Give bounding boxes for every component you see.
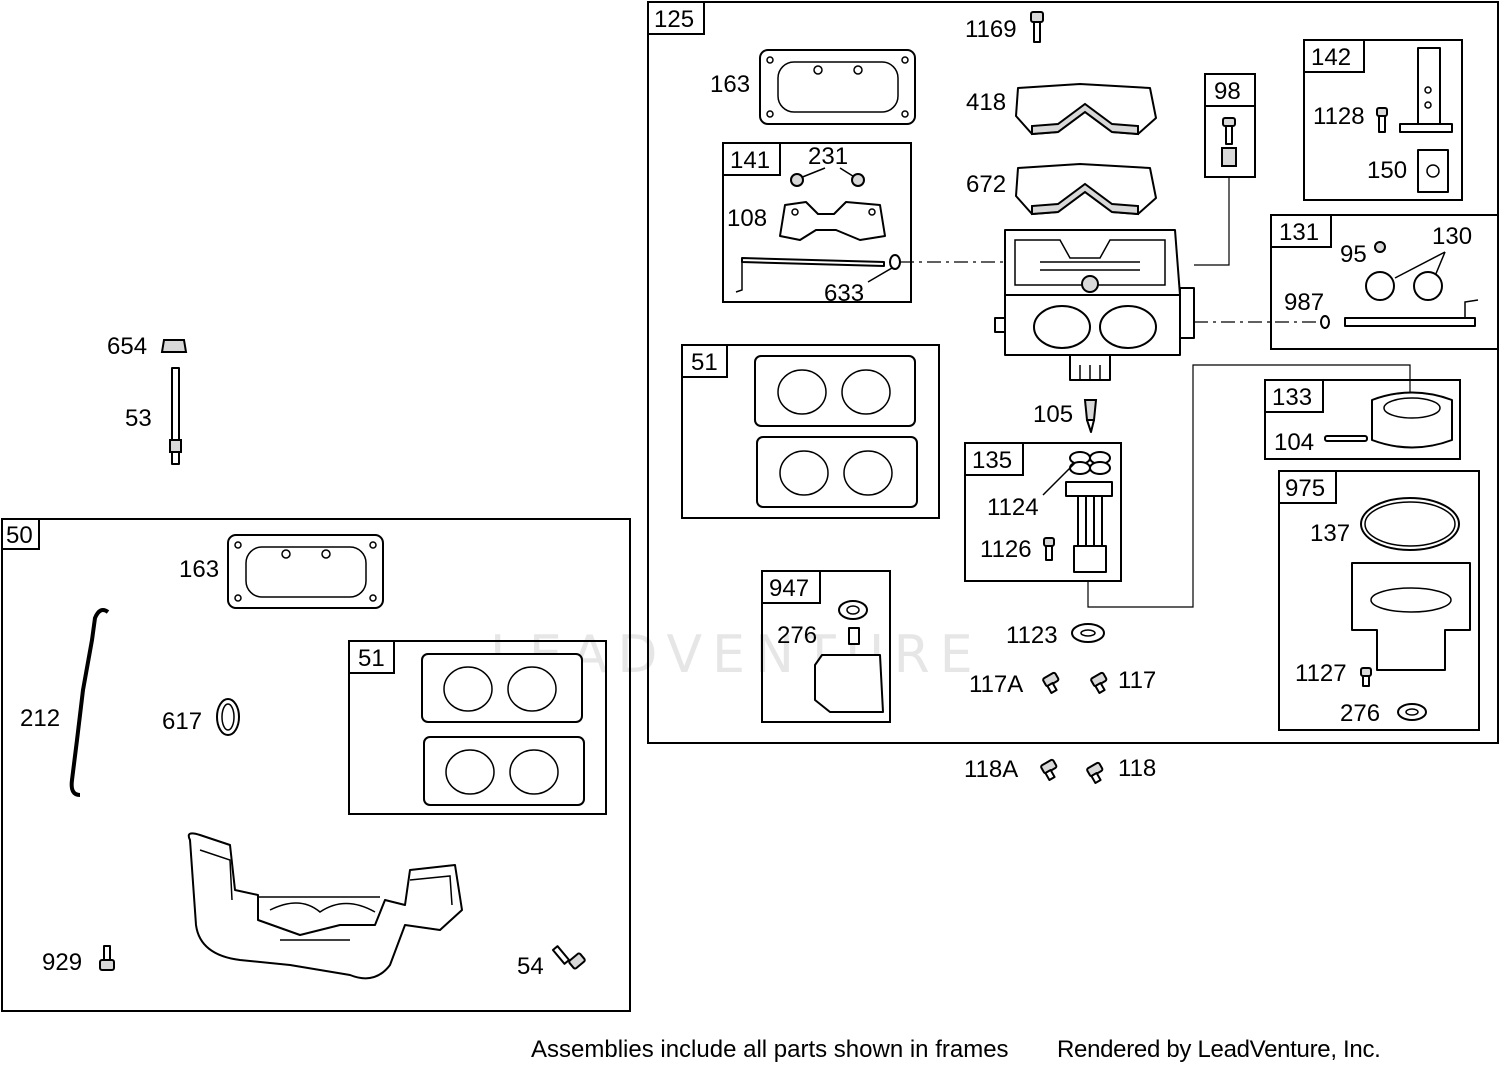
- part-118[interactable]: 118: [1086, 755, 1156, 784]
- part-label-108: 108: [727, 205, 767, 232]
- part-105[interactable]: 105: [1033, 399, 1098, 433]
- part-label-633: 633: [824, 280, 864, 307]
- part-label-117: 117: [1118, 667, 1156, 694]
- part-label-54: 54: [517, 953, 544, 980]
- part-label-418: 418: [966, 89, 1006, 116]
- part-label-118: 118: [1118, 755, 1156, 782]
- part-label-130: 130: [1432, 223, 1472, 250]
- frame-label-947: 947: [769, 575, 809, 602]
- leader-135-to-133: [1087, 364, 1411, 608]
- frame-975[interactable]: 975: [1278, 470, 1480, 731]
- part-108[interactable]: 108: [727, 201, 886, 241]
- part-label-654: 654: [107, 333, 147, 360]
- part-1124[interactable]: 1124: [987, 462, 1076, 521]
- part-label-276: 276: [1340, 700, 1380, 727]
- carburetor-body[interactable]: [994, 229, 1195, 381]
- part-987[interactable]: 987: [1284, 289, 1479, 329]
- part-label-231: 231: [808, 143, 848, 170]
- frame-label-131: 131: [1279, 219, 1319, 246]
- part-53[interactable]: 53: [125, 367, 182, 465]
- part-label-276-solenoid: 276: [777, 622, 817, 649]
- intake-manifold[interactable]: [187, 832, 463, 980]
- part-label-1127: 1127: [1295, 660, 1347, 687]
- frame-125[interactable]: 125: [647, 1, 1499, 744]
- part-label-929: 929: [42, 949, 82, 976]
- part-label-617: 617: [162, 708, 202, 735]
- part-label-104: 104: [1274, 429, 1314, 456]
- part-1123[interactable]: 1123: [1006, 622, 1105, 649]
- part-1128[interactable]: 1128: [1313, 103, 1388, 133]
- part-1126[interactable]: 1126: [980, 536, 1055, 563]
- part-label-1169: 1169: [965, 16, 1017, 43]
- part-418[interactable]: 418: [966, 83, 1157, 136]
- frame-51-main[interactable]: 51: [681, 344, 940, 519]
- part-label-672: 672: [966, 171, 1006, 198]
- part-label-987: 987: [1284, 289, 1324, 316]
- frame-98[interactable]: 98: [1204, 73, 1256, 178]
- part-label-163-lower: 163: [179, 556, 219, 583]
- frame-141[interactable]: 141: [722, 142, 912, 303]
- part-633[interactable]: 633: [824, 254, 901, 307]
- part-label-1123: 1123: [1006, 622, 1058, 649]
- part-212[interactable]: 212: [20, 608, 110, 797]
- frame-135[interactable]: 135: [964, 442, 1122, 582]
- frame-142[interactable]: 142: [1303, 39, 1463, 201]
- part-label-212: 212: [20, 705, 60, 732]
- part-104[interactable]: 104: [1274, 429, 1368, 456]
- footer-credit: Rendered by LeadVenture, Inc.: [1057, 1036, 1381, 1063]
- part-1127[interactable]: 1127: [1295, 660, 1372, 687]
- part-117[interactable]: 117: [1090, 667, 1156, 694]
- frame-label-125: 125: [654, 6, 694, 33]
- frame-label-50: 50: [6, 522, 33, 549]
- part-231[interactable]: 231: [790, 143, 865, 187]
- part-label-150: 150: [1367, 157, 1407, 184]
- frame-50[interactable]: 50: [1, 518, 631, 1012]
- frame-131[interactable]: 131: [1270, 214, 1499, 350]
- frame-133[interactable]: 133: [1264, 379, 1461, 460]
- part-label-137: 137: [1310, 520, 1350, 547]
- part-276-947[interactable]: 276: [777, 600, 868, 649]
- part-1169[interactable]: 1169: [965, 11, 1044, 43]
- part-label-117a: 117A: [969, 671, 1023, 698]
- part-150[interactable]: 150: [1367, 149, 1449, 193]
- part-54[interactable]: 54: [517, 945, 586, 980]
- part-117a[interactable]: 117A: [969, 671, 1060, 698]
- frame-label-141: 141: [730, 147, 770, 174]
- frame-label-142: 142: [1311, 44, 1351, 71]
- part-137[interactable]: 137: [1310, 497, 1460, 551]
- frame-label-975: 975: [1285, 475, 1325, 502]
- part-672[interactable]: 672: [966, 163, 1157, 216]
- frame-947[interactable]: 947: [761, 570, 891, 723]
- part-118a[interactable]: 118A: [964, 756, 1058, 783]
- part-276-975[interactable]: 276: [1340, 700, 1427, 727]
- part-label-1126: 1126: [980, 536, 1032, 563]
- frame-51-lower[interactable]: 51: [348, 640, 607, 815]
- frame-label-98: 98: [1214, 78, 1241, 105]
- frame-label-135: 135: [972, 447, 1012, 474]
- part-617[interactable]: 617: [162, 698, 240, 736]
- part-label-1124: 1124: [987, 494, 1039, 521]
- footer-note: Assemblies include all parts shown in fr…: [531, 1036, 1009, 1063]
- part-label-1128: 1128: [1313, 103, 1365, 130]
- part-654[interactable]: 654: [107, 333, 188, 360]
- frame-label-51-lower: 51: [358, 645, 385, 672]
- leader-98-to-carb: [1194, 177, 1230, 266]
- part-label-53: 53: [125, 405, 152, 432]
- part-rod-141[interactable]: [735, 257, 885, 293]
- part-163-gasket[interactable]: 163: [710, 49, 916, 125]
- part-label-105: 105: [1033, 401, 1073, 428]
- part-130[interactable]: 130: [1365, 223, 1472, 301]
- frame-label-133: 133: [1272, 384, 1312, 411]
- part-label-95: 95: [1340, 241, 1367, 268]
- frame-label-51: 51: [691, 349, 718, 376]
- part-95[interactable]: 95: [1340, 241, 1386, 268]
- part-929[interactable]: 929: [42, 945, 115, 976]
- part-label-118a: 118A: [964, 756, 1018, 783]
- part-label-163: 163: [710, 71, 750, 98]
- part-163-gasket-lower[interactable]: 163: [179, 534, 384, 609]
